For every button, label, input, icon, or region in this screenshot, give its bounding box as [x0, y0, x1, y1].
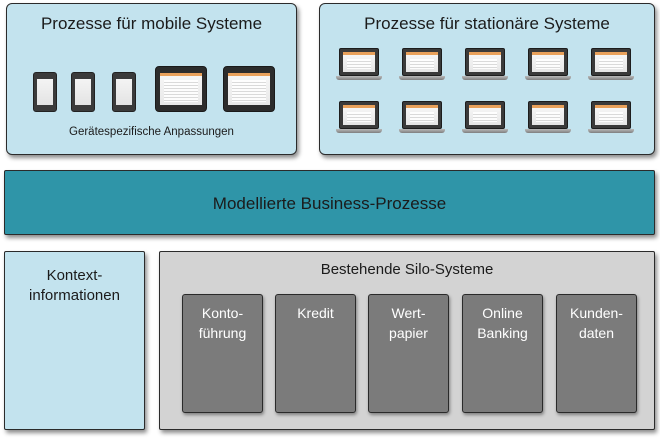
context-info-title: Kontext- informationen [29, 267, 120, 304]
smartphone-icon [112, 72, 136, 112]
stationary-processes-title: Prozesse für stationäre Systeme [364, 14, 610, 33]
stationary-processes-panel: Prozesse für stationäre Systeme [319, 3, 655, 155]
laptop-icon [336, 48, 382, 80]
silo-box-label: Online Banking [477, 305, 528, 341]
silo-systems-title: Bestehende Silo-Systeme [320, 261, 494, 278]
tablet-icon [155, 66, 207, 112]
mobile-processes-title: Prozesse für mobile Systeme [40, 14, 263, 33]
smartphone-icon [33, 72, 57, 112]
laptop-icon [462, 48, 508, 80]
laptop-icon [588, 48, 634, 80]
silo-box-label: Kredit [297, 305, 334, 321]
silo-box-kundendaten: Kunden- daten [556, 294, 637, 413]
laptop-icon [399, 101, 445, 133]
silo-box-label: Wert- papier [389, 305, 428, 341]
smartphone-icon [71, 72, 95, 112]
laptop-icon [399, 48, 445, 80]
business-processes-bar: Modellierte Business-Prozesse [4, 170, 655, 235]
laptop-icon [588, 101, 634, 133]
context-info-panel: Kontext- informationen [4, 251, 145, 430]
silo-box-kontofuehrung: Konto- führung [182, 294, 263, 413]
laptop-icon [525, 48, 571, 80]
business-processes-title: Modellierte Business-Prozesse [212, 194, 447, 213]
silo-box-label: Kunden- daten [570, 305, 623, 341]
laptop-icon [336, 101, 382, 133]
silo-box-kredit: Kredit [275, 294, 356, 413]
device-adaptation-caption: Gerätespezifische Anpassungen [69, 126, 234, 138]
laptop-icon [462, 101, 508, 133]
laptop-icon [525, 101, 571, 133]
tablet-icon [223, 66, 275, 112]
silo-box-wertpapier: Wert- papier [368, 294, 449, 413]
mobile-processes-panel: Prozesse für mobile Systeme Gerätespezif… [6, 3, 297, 155]
silo-box-label: Konto- führung [198, 305, 247, 341]
silo-box-online-banking: Online Banking [462, 294, 543, 413]
